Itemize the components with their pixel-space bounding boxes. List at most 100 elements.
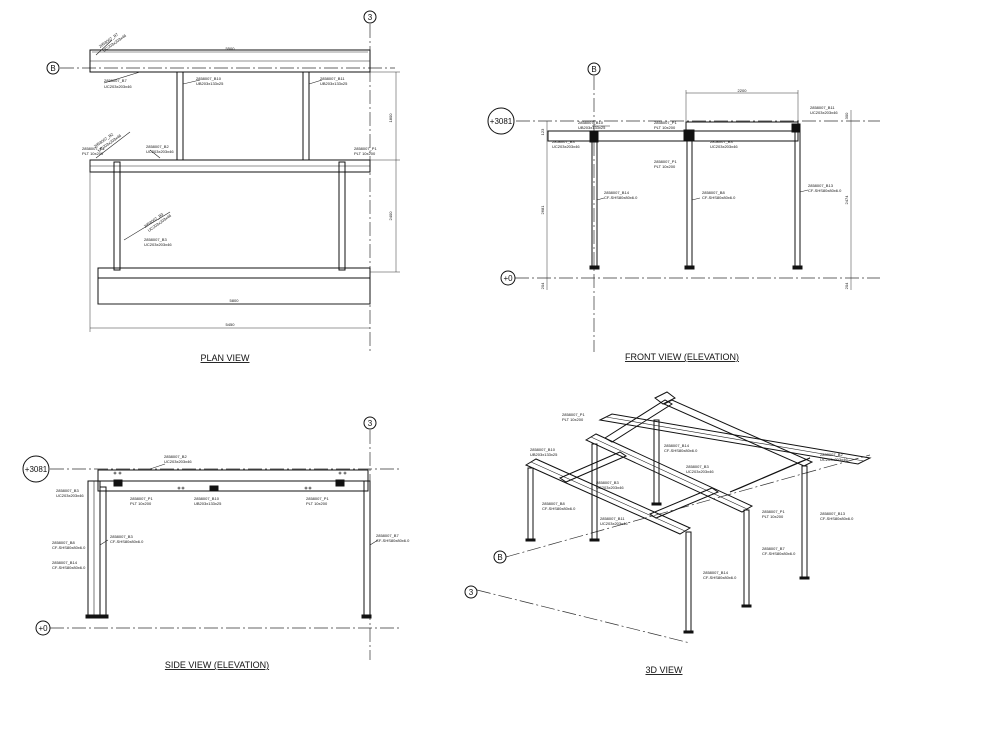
iso-column-2: [591, 443, 598, 541]
side-label-b7-section: CF-SHS80x80x6.0: [376, 538, 410, 543]
iso-label-b3-mark-2: 2858007_B3: [686, 464, 709, 469]
front-plate-left: [589, 131, 599, 143]
side-label-b3-mark: 2858007_B3: [56, 488, 79, 493]
side-label-p1-mark: 2858007_P1: [130, 496, 153, 501]
front-label-b10-section: UB203x133x25: [578, 125, 606, 130]
iso-column-4: [685, 531, 692, 633]
front-dim-2681: 2681: [540, 205, 545, 215]
plan-dim-5450: 5450: [226, 322, 236, 327]
plan-beam-b3: [97, 267, 371, 279]
iso-view-title: 3D VIEW: [645, 665, 683, 675]
plan-label-b10-section: UB203x133x25: [196, 81, 224, 86]
iso-beam-b11: [662, 399, 814, 467]
side-column-right: [363, 480, 371, 618]
iso-beam-b10: [729, 457, 811, 493]
plan-dim-2400: 2400: [388, 211, 393, 221]
front-label-b10-mark: 2858007_B10: [578, 120, 604, 125]
side-label-b7-mark: 2858007_B7: [376, 533, 399, 538]
front-label-b11-section: UC203x203x46: [810, 110, 838, 115]
iso-grid-line-b: [505, 454, 871, 558]
front-dim-204-right: 204: [844, 282, 849, 289]
front-label-p1-mark: 2858007_P1: [654, 120, 677, 125]
iso-beam-b7: [598, 413, 872, 465]
iso-column-5: [743, 509, 750, 607]
plan-label-b2-mark-2: 2858007_B2: [146, 144, 169, 149]
iso-label-b11-mark: 2858007_B11: [600, 516, 625, 521]
plan-label-b10-mark: 2858007_B10: [196, 76, 222, 81]
iso-label-b13-mark: 2858007_B13: [820, 511, 846, 516]
front-column-left: [591, 140, 598, 269]
front-dim-2200: 2200: [738, 88, 748, 93]
iso-view: B 3 2858007_P1: [464, 391, 872, 675]
plan-label-b7-section-2: UC203x203x46: [104, 84, 132, 89]
iso-beam-cross-2: [648, 487, 720, 519]
side-label-b8-section: CF-SHS80x80x6.0: [52, 545, 86, 550]
front-label-b13-mark: 2858007_B13: [808, 183, 834, 188]
front-beam-b11: [685, 121, 799, 132]
iso-beam-b2: [524, 458, 692, 535]
front-level-bubble-3081: [487, 107, 515, 135]
side-label-b8-mark: 2858007_B8: [52, 540, 75, 545]
iso-label-b13-section: CF-SHS80x80x6.0: [820, 516, 854, 521]
iso-beam-b11-top: [654, 391, 676, 405]
side-label-b3-section: UC203x203x46: [56, 493, 84, 498]
side-label-b14-section: CF-SHS80x80x6.0: [52, 565, 86, 570]
iso-grid-bubble-b: [493, 550, 507, 564]
iso-label-b14-section: CF-SHS80x80x6.0: [664, 448, 698, 453]
side-beam-b2: [97, 469, 369, 482]
plan-post-right: [338, 161, 346, 271]
front-dim-300: 300: [844, 112, 849, 119]
front-column-mid: [686, 140, 693, 269]
iso-grid-label-3: 3: [469, 588, 474, 597]
front-beam-main: [547, 130, 799, 142]
front-plate-right: [791, 123, 801, 133]
iso-label-b14-section-2: CF-SHS80x80x6.0: [703, 575, 737, 580]
iso-label-p1-mark-2: 2858007_P1: [762, 509, 785, 514]
plan-label-p1-mark-2: 2858007_P1: [354, 146, 377, 151]
iso-label-b10-section: UB203x133x25: [530, 452, 558, 457]
front-level-label-3081: +3081: [490, 117, 513, 126]
front-label-b13-section: CF-SHS80x80x6.0: [808, 188, 842, 193]
iso-label-p1-mark: 2858007_P1: [562, 412, 585, 417]
iso-label-b10-mark: 2858007_B10: [530, 447, 556, 452]
side-view: 3 +3081 +0 2858007_B2 UC203x203x46 2: [22, 416, 410, 670]
plan-dim-5500: 5500: [226, 46, 236, 51]
iso-label-b2-mark: 2858007_B2: [820, 452, 843, 457]
iso-beam-left-back: [604, 399, 673, 443]
iso-grid-label-b: B: [497, 553, 502, 562]
iso-label-b8-section: CF-SHS80x80x6.0: [542, 506, 576, 511]
side-beam-b10: [97, 480, 369, 492]
front-plate-center: [683, 129, 695, 141]
plan-view: 3 B 5500 5800 5450 1800: [46, 10, 400, 363]
side-label-p1-plate-2: PLT 10x200: [306, 501, 328, 506]
side-label-b2-mark: 2858007_B2: [164, 454, 187, 459]
plan-label-p1-plate: PLT 10x200: [82, 151, 104, 156]
iso-column-1: [527, 467, 534, 541]
side-label-b14-mark: 2858007_B14: [52, 560, 78, 565]
front-label-b8-section: CF-SHS80x80x6.0: [702, 195, 736, 200]
plan-label-b3-section-2: UC203x203x46: [144, 242, 172, 247]
front-grid-bubble-b: [587, 62, 601, 76]
iso-grid-bubble-3: [464, 585, 478, 599]
front-label-b8-mark: 2858007_B8: [702, 190, 725, 195]
side-level-bubble-3081: [22, 455, 50, 483]
iso-label-b14-mark-2: 2858007_B14: [703, 570, 729, 575]
iso-label-b8-mark: 2858007_B8: [542, 501, 565, 506]
front-dim-204-left: 204: [540, 282, 545, 289]
front-label-b3-mark-2: 2858007_B3: [710, 139, 733, 144]
front-level-label-0: +0: [503, 274, 513, 283]
front-level-bubble-0: [500, 270, 516, 286]
side-column-left-inner: [99, 486, 107, 618]
front-label-b14-mark: 2858007_B14: [604, 190, 630, 195]
plan-beam-b11: [302, 71, 310, 161]
iso-beam-b3: [584, 433, 754, 513]
side-label-b10-section: UB203x133x25: [194, 501, 222, 506]
front-view: B +3081 +0 2200 2681 123 204 2474 300 20…: [487, 62, 880, 362]
front-label-b14-section: CF-SHS80x80x6.0: [604, 195, 638, 200]
side-view-title: SIDE VIEW (ELEVATION): [165, 660, 269, 670]
iso-label-b3-section: UC203x203x46: [596, 485, 624, 490]
side-label-b10-mark: 2858007_B10: [194, 496, 220, 501]
front-dim-123: 123: [540, 128, 545, 135]
iso-beam-cross-1: [558, 451, 628, 483]
